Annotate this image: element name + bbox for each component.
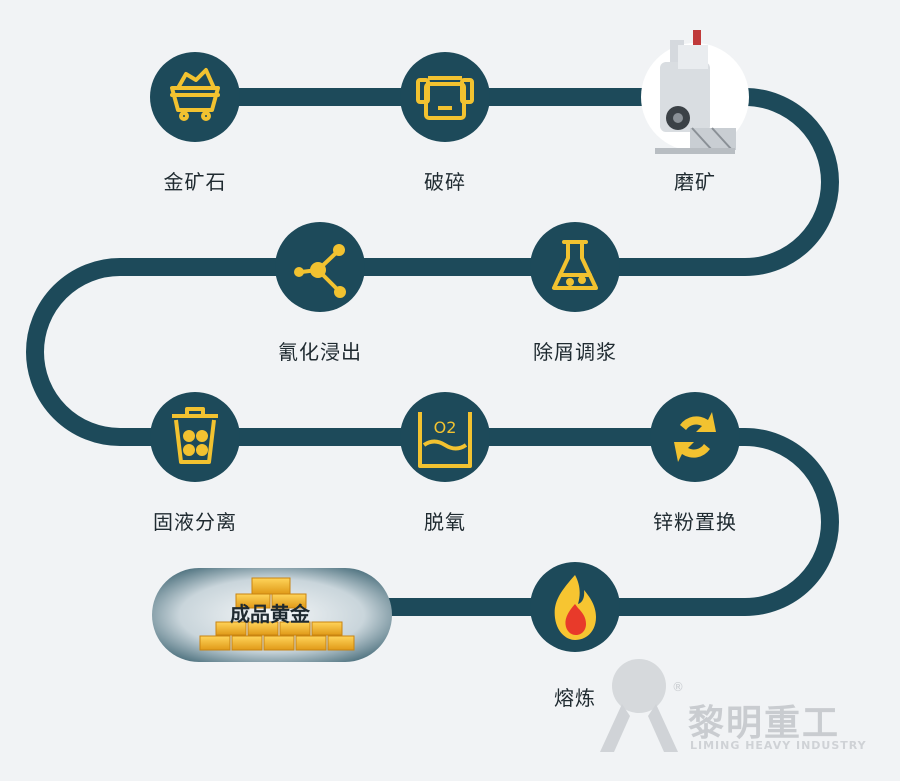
- step-label-flame: 熔炼: [554, 686, 596, 710]
- brand-name: 黎明重工: [688, 703, 841, 744]
- step-node-o2: O2: [400, 392, 490, 482]
- step-node-ore: [150, 52, 240, 142]
- brand-english-name: LIMING HEAVY INDUSTRY: [690, 739, 867, 752]
- step-node-exchange: [650, 392, 740, 482]
- step-label-molecule: 氰化浸出: [278, 340, 362, 364]
- step-node-crusher: [400, 52, 490, 142]
- ore-cart-icon: [170, 68, 220, 121]
- step-label-bin: 固液分离: [153, 510, 237, 534]
- flame-icon: [554, 575, 596, 640]
- step-label-o2: 脱氧: [424, 510, 466, 534]
- step-node-molecule: [275, 222, 365, 312]
- bin-icon: [172, 407, 218, 464]
- o2-tank-icon: [418, 412, 472, 468]
- gold-bars-icon: [199, 577, 355, 651]
- step-label-exchange: 锌粉置换: [653, 510, 737, 534]
- product-label: 成品黄金: [230, 602, 310, 626]
- step-label-crusher: 破碎: [424, 170, 466, 194]
- step-node-bin: [150, 392, 240, 482]
- flow-path: [26, 88, 839, 616]
- step-node-flask: [530, 222, 620, 312]
- step-node-flame: [530, 562, 620, 652]
- exchange-arrows-icon: [674, 412, 716, 462]
- grinding-mill-image: [655, 30, 736, 154]
- step-label-flask: 除屑调浆: [533, 340, 617, 364]
- molecule-icon: [294, 244, 346, 298]
- flask-icon: [552, 240, 598, 290]
- product-node: [152, 568, 392, 662]
- step-node-mill: [641, 30, 749, 154]
- step-label-ore: 金矿石: [163, 170, 227, 194]
- step-label-mill: 磨矿: [674, 170, 716, 194]
- o2-label: O2: [434, 418, 457, 437]
- crusher-icon: [416, 76, 474, 120]
- brand-logo-icon: [600, 659, 678, 752]
- brand-registered-mark: ®: [672, 680, 684, 694]
